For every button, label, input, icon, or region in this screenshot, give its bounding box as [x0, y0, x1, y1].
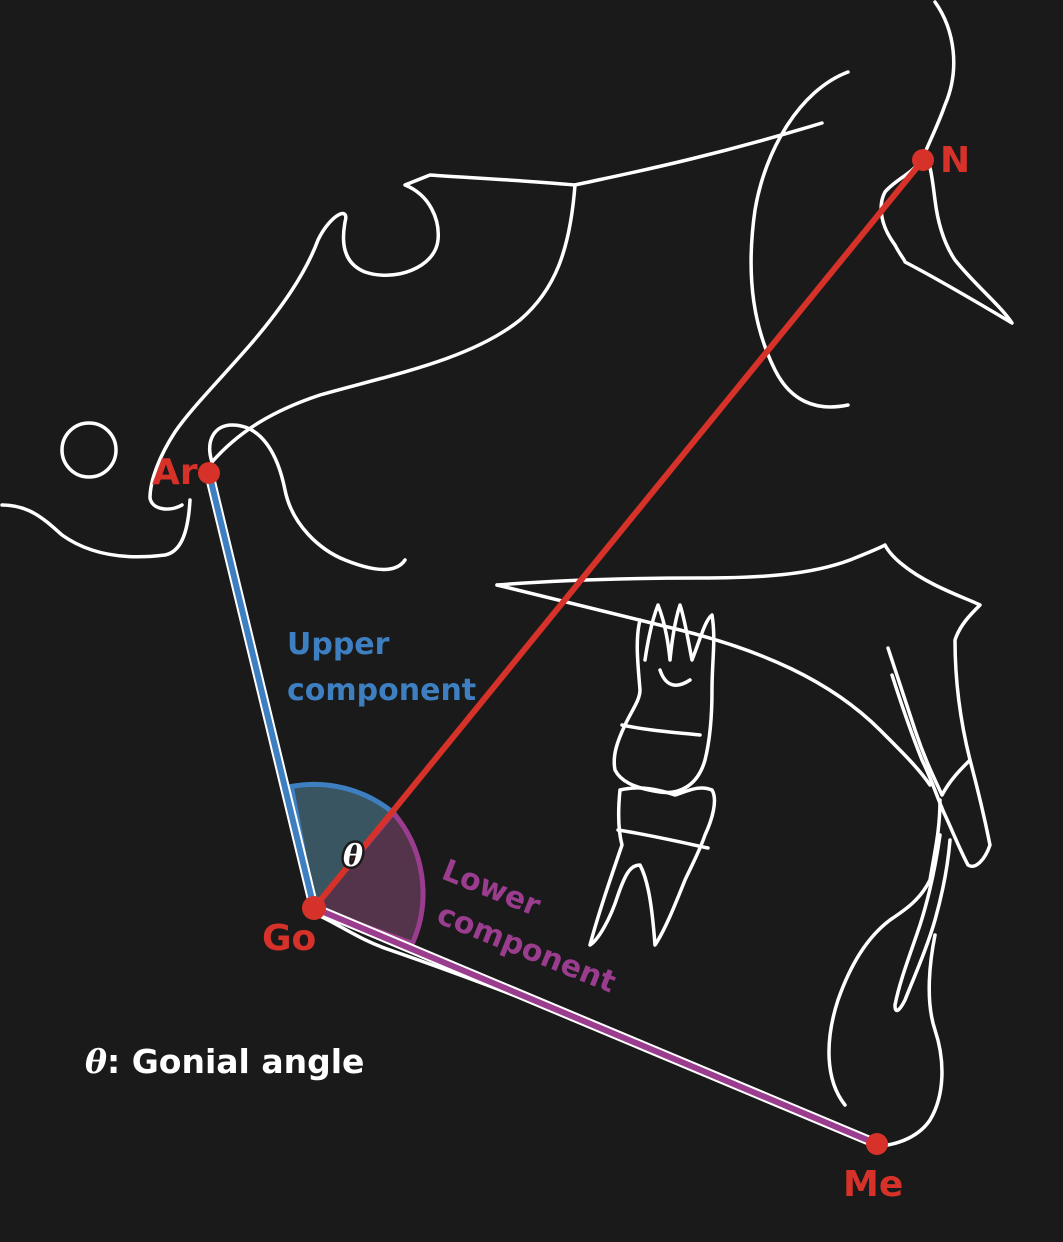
label-go: Go	[262, 918, 316, 959]
measurement-lines	[204, 157, 926, 1149]
ear-rod-circle	[60, 421, 118, 479]
lower-angle-sector	[309, 808, 426, 947]
upper-molar-root-line	[658, 668, 692, 687]
upper-incisor-outline	[886, 646, 992, 868]
skull-outline	[0, 0, 1014, 1148]
upper-component-label-line2: component	[287, 673, 476, 708]
occipital-outline	[0, 498, 192, 559]
label-n: N	[940, 140, 970, 181]
go-me-line	[311, 905, 880, 1147]
caption-text: : Gonial angle	[107, 1042, 364, 1081]
landmark-ar-point	[198, 462, 220, 484]
label-ar: Ar	[152, 452, 198, 493]
ar-go-line	[206, 470, 317, 911]
symphysis-outline	[827, 798, 942, 1107]
landmark-n-point	[912, 149, 934, 171]
label-me: Me	[843, 1164, 903, 1205]
upper-angle-sector	[288, 781, 397, 914]
upper-component-label-line1: Upper	[287, 627, 390, 662]
gonial-angle-wedge	[288, 781, 426, 947]
maxilla-outline	[495, 543, 982, 762]
caption-theta: θ	[85, 1042, 107, 1081]
lower-incisor-outline	[893, 833, 952, 1013]
cranial-base-outline	[148, 121, 824, 511]
orbit-outline	[749, 70, 850, 409]
caption: θ: Gonial angle	[85, 1042, 364, 1081]
landmarks	[198, 149, 934, 1155]
n-go-line	[311, 157, 926, 911]
upper-molar-outline	[612, 603, 716, 795]
palate-lower-outline	[495, 583, 932, 787]
condyle-outline	[208, 423, 407, 572]
theta-symbol: θ	[343, 839, 363, 874]
sphenoid-outline	[210, 183, 577, 464]
landmark-me-point	[866, 1133, 888, 1155]
upper-molar-crown	[620, 723, 702, 737]
frontal-bone-outline	[920, 0, 956, 162]
landmark-go-point	[302, 896, 326, 920]
lower-molar-outline	[588, 786, 717, 947]
nasal-bone-outline	[879, 158, 1014, 325]
lower-molar-crown-line	[616, 828, 710, 850]
